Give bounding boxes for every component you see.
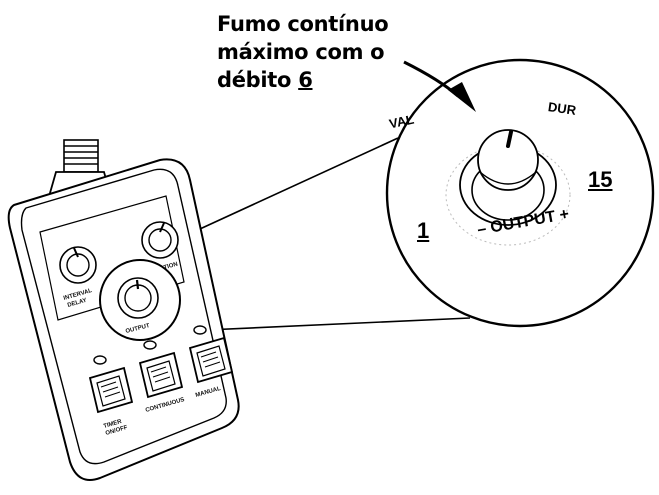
magnified-dial (387, 60, 653, 326)
callout-line-1: Fumo contínuo (217, 10, 447, 38)
callout-text: Fumo contínuo máximo com o débito 6 (217, 10, 447, 94)
callout-value: 6 (298, 68, 312, 92)
callout-line-2: máximo com o (217, 38, 447, 66)
output-knob: OUTPUT (100, 260, 180, 340)
callout-prefix: débito (217, 68, 298, 92)
dial-min-label: 1 (417, 218, 429, 244)
callout-line-3: débito 6 (217, 66, 447, 94)
dial-max-label: 15 (588, 167, 612, 193)
